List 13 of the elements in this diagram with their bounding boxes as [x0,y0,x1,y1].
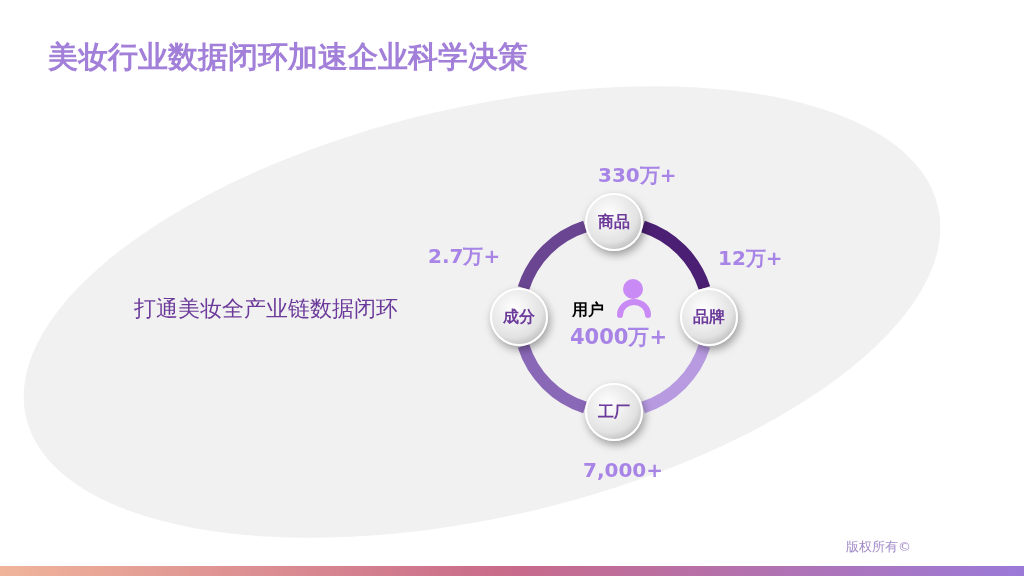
statement-text: 打通美妆全产业链数据闭环 [134,295,398,323]
node-label: 成分 [503,306,535,328]
count-label: 7,000+ [583,457,664,484]
center-count: 4000万+ [570,324,668,351]
center-label: 用户 [572,299,604,321]
node-label: 商品 [598,211,630,233]
count-label: 12万+ [718,245,783,272]
copyright-text: 版权所有© [846,538,911,556]
count-label: 330万+ [598,162,677,189]
title: 美妆行业数据闭环加速企业科学决策 [48,38,528,76]
node-label: 品牌 [693,306,725,328]
count-label: 2.7万+ [428,243,501,270]
node-label: 工厂 [598,401,630,423]
